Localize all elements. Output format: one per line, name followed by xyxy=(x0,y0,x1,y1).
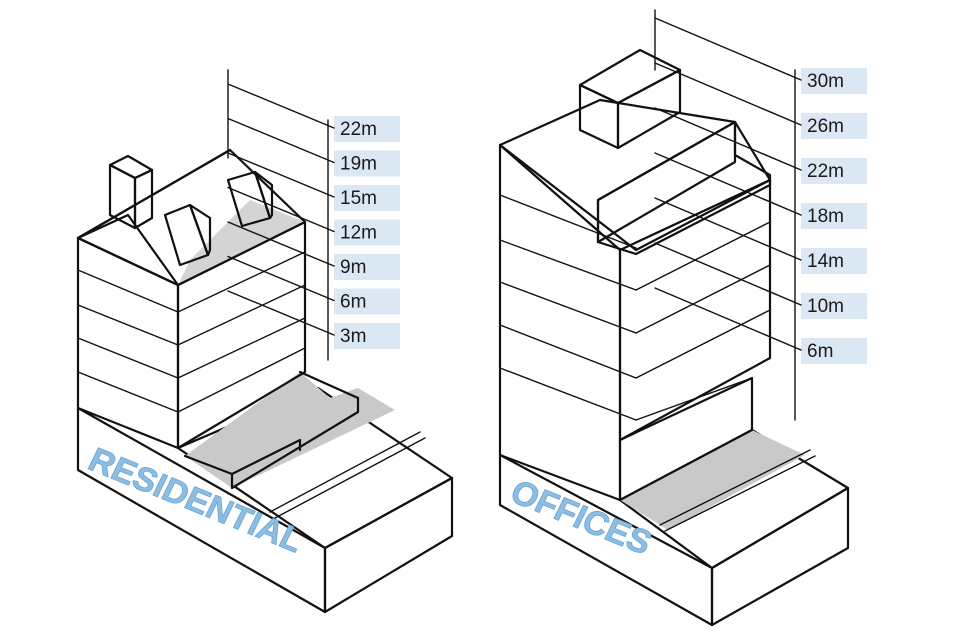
residential-building: RESIDENTIAL xyxy=(76,148,454,614)
offices-level-tag xyxy=(801,248,867,274)
offices-side-face-lower xyxy=(618,376,754,502)
residential-level-tag xyxy=(334,323,400,349)
residential-level-label: 15m xyxy=(340,188,377,209)
residential-level-tag xyxy=(334,150,400,177)
offices-level-tag xyxy=(801,338,867,364)
residential-level-tag xyxy=(334,219,400,246)
residential-level-tick xyxy=(227,117,335,164)
residential-level-tick xyxy=(227,221,335,267)
residential-level-tag xyxy=(334,288,400,315)
offices-level-tick xyxy=(654,17,802,81)
residential-roof-shadow xyxy=(178,200,305,285)
offices-level-tick xyxy=(654,242,802,306)
residential-level-tag xyxy=(334,185,400,211)
offices-level-tag xyxy=(801,293,867,319)
residential-level-label: 9m xyxy=(340,257,366,278)
offices-level-tick xyxy=(654,107,802,171)
offices-level-label: 26m xyxy=(807,116,844,137)
offices-level-tag xyxy=(801,158,867,184)
offices-yard-shadow xyxy=(620,430,805,530)
residential-level-label: 22m xyxy=(340,119,377,140)
residential-level-tag xyxy=(334,116,400,142)
residential-height-scale: 22m 19m 15m 12m 9m 6m 3m xyxy=(227,69,400,361)
residential-level-label: 6m xyxy=(340,292,366,313)
residential-level-tick xyxy=(227,186,335,233)
residential-level-label: 19m xyxy=(340,154,377,175)
offices-level-label: 18m xyxy=(807,206,844,227)
offices-level-tick xyxy=(654,197,802,261)
offices-level-tick xyxy=(654,287,802,351)
residential-plinth-side xyxy=(323,476,454,614)
residential-level-tick xyxy=(227,152,335,198)
residential-level-label: 3m xyxy=(340,326,366,347)
offices-level-tag xyxy=(801,203,867,229)
offices-level-tick xyxy=(654,62,802,126)
offices-level-label: 14m xyxy=(807,251,844,272)
offices-upper-storey-front xyxy=(596,120,772,256)
offices-height-scale: 30m 26m 22m 18m 14m 10m 6m xyxy=(654,9,867,421)
offices-level-tag xyxy=(801,68,867,94)
offices-level-label: 22m xyxy=(807,161,844,182)
residential-yard-shadow xyxy=(185,372,395,488)
residential-level-label: 12m xyxy=(340,223,377,244)
residential-level-tick xyxy=(227,255,335,302)
offices-side-face-upper xyxy=(618,178,772,442)
offices-level-tick xyxy=(654,152,802,216)
offices-level-label: 6m xyxy=(807,341,833,362)
offices-level-tag xyxy=(801,113,867,139)
residential-level-tag xyxy=(334,254,400,280)
residential-level-tick xyxy=(227,83,335,129)
offices-terrace xyxy=(498,98,772,252)
residential-level-tick xyxy=(227,290,335,336)
offices-building: OFFICES xyxy=(498,48,850,627)
offices-level-label: 30m xyxy=(807,71,844,92)
offices-level-label: 10m xyxy=(807,296,844,317)
